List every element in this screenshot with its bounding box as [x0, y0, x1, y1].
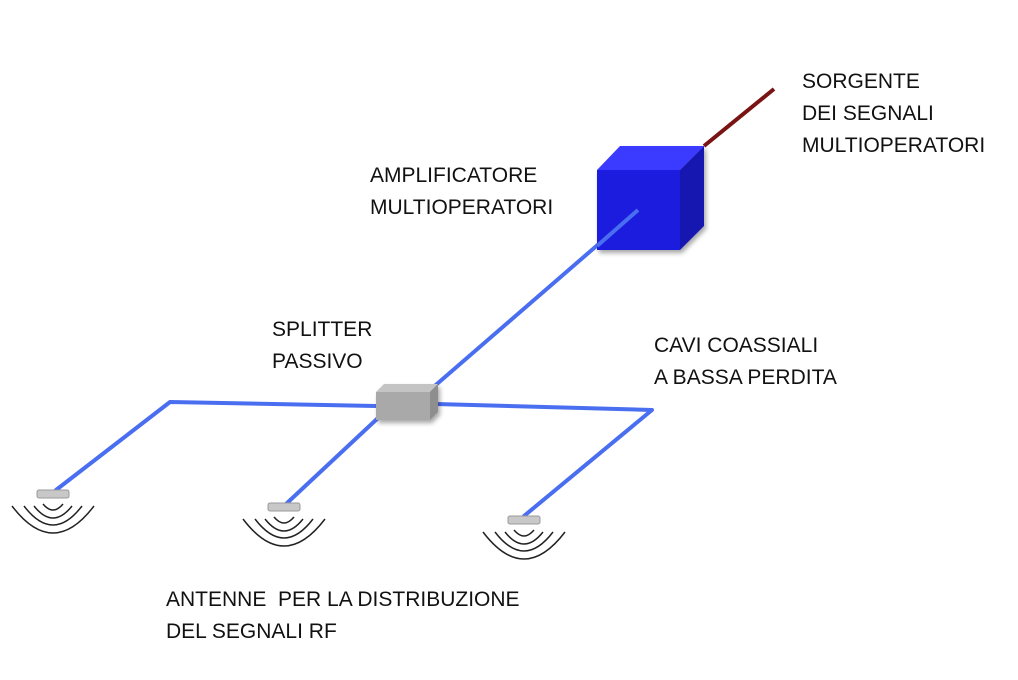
antennas-label-line: ANTENNE PER LA DISTRIBUZIONE — [166, 588, 520, 611]
amplifier-label: AMPLIFICATORE MULTIOPERATORI — [370, 160, 553, 224]
splitter-box-icon — [376, 384, 438, 420]
source-label-line: DEI SEGNALI — [802, 102, 934, 125]
cable-splitter-to-antenna-right — [434, 402, 654, 518]
amplifier-label-line: AMPLIFICATORE — [370, 164, 538, 187]
source-label-line: MULTIOPERATORI — [802, 134, 986, 157]
antennas-label: ANTENNE PER LA DISTRIBUZIONE DEL SEGNALI… — [166, 584, 520, 648]
splitter-label-line: SPLITTER — [272, 318, 373, 341]
splitter-label-line: PASSIVO — [272, 350, 363, 373]
amplifier-label-line: MULTIOPERATORI — [370, 196, 554, 219]
antennas-label-line: DEL SEGNALI RF — [166, 620, 337, 643]
cables-label-line: CAVI COASSIALI — [654, 334, 819, 357]
antenna-icon — [242, 502, 326, 547]
antenna-icon — [11, 489, 95, 534]
cable-splitter-to-antenna-center — [284, 416, 380, 506]
source-cable — [702, 87, 776, 148]
amplifier-cube-icon — [597, 146, 704, 250]
splitter-label: SPLITTER PASSIVO — [272, 314, 372, 378]
cables-label: CAVI COASSIALI A BASSA PERDITA — [654, 330, 837, 394]
source-label: SORGENTE DEI SEGNALI MULTIOPERATORI — [802, 66, 985, 162]
cable-splitter-to-antenna-left — [54, 400, 378, 492]
cable-into-amplifier — [595, 208, 640, 248]
source-label-line: SORGENTE — [802, 70, 920, 93]
cables-label-line: A BASSA PERDITA — [654, 366, 837, 389]
antenna-icon — [482, 515, 566, 560]
